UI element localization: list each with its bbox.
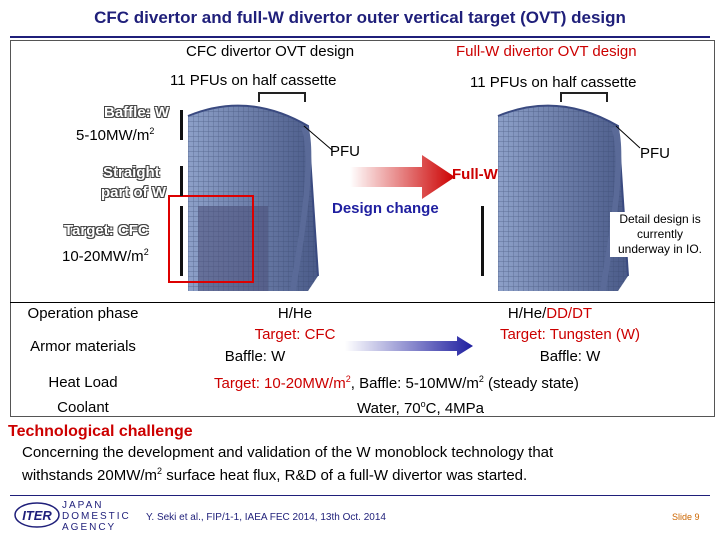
armor-fullw-baffle: Baffle: W — [539, 348, 601, 365]
cfc-header: CFC divertor OVT design — [186, 43, 355, 60]
cfc-pfu-pointer — [303, 125, 333, 151]
footer-citation: Y. Seki et al., FIP/1-1, IAEA FEC 2014, … — [146, 512, 386, 523]
coolant-label: Coolant — [57, 399, 109, 416]
agency-name: JAPAN DOMESTIC AGENCY — [62, 500, 131, 533]
iter-logo-text: ITER — [22, 508, 52, 523]
operation-phase-fullw: H/He/DD/DT — [507, 305, 593, 322]
challenge-heading: Technological challenge — [8, 423, 193, 440]
footer-rule — [10, 495, 710, 496]
heat-load-value: Target: 10-20MW/m2, Baffle: 5-10MW/m2 (s… — [214, 374, 579, 392]
heat-load-label: Heat Load — [48, 374, 118, 391]
cfc-target-heat-load: 10-20MW/m2 — [62, 247, 149, 265]
fullw-pfu-pointer — [615, 125, 641, 149]
detail-design-note: Detail design is currently underway in I… — [610, 212, 710, 257]
straight-label-line2: part of W — [101, 184, 166, 201]
straight-range-bar — [180, 166, 183, 196]
operation-phase-cfc: H/He — [277, 305, 313, 322]
design-change-label: Design change — [332, 200, 439, 217]
cfc-pfu-bracket — [258, 92, 306, 102]
fullw-pfu-bracket — [560, 92, 608, 102]
baffle-label: Baffle: W — [104, 104, 169, 121]
coolant-value: Water, 70oC, 4MPa — [357, 399, 485, 417]
cfc-target-label: Target: CFC — [64, 222, 149, 239]
cfc-pfu-count: 11 PFUs on half cassette — [170, 72, 337, 89]
baffle-heat-load: 5-10MW/m2 — [76, 126, 155, 144]
fullw-target-range-bar — [481, 206, 484, 276]
armor-materials-label: Armor materials — [30, 338, 136, 355]
armor-fullw-target: Target: Tungsten (W) — [499, 326, 641, 343]
table-top-rule — [10, 302, 715, 303]
content-frame — [10, 40, 715, 417]
slide-number: Slide 9 — [672, 512, 700, 522]
armor-change-arrow-icon — [345, 336, 473, 356]
slide-title: CFC divertor and full-W divertor outer v… — [94, 8, 626, 27]
title-underline — [10, 36, 710, 38]
operation-phase-label: Operation phase — [27, 305, 139, 322]
cfc-target-highlight-box — [168, 195, 254, 283]
baffle-range-bar — [180, 110, 183, 140]
straight-label-line1: Straight — [103, 164, 160, 181]
armor-cfc-baffle: Baffle: W — [224, 348, 286, 365]
challenge-line-2: withstands 20MW/m2 surface heat flux, R&… — [22, 466, 528, 484]
cfc-pfu-label: PFU — [330, 143, 360, 160]
design-change-arrow-icon — [350, 155, 455, 199]
challenge-line-1: Concerning the development and validatio… — [22, 444, 554, 461]
fullw-header: Full-W divertor OVT design — [456, 43, 637, 60]
fullw-cassette-image — [497, 104, 629, 291]
fullw-pfu-label: PFU — [640, 145, 670, 162]
armor-cfc-target: Target: CFC — [254, 326, 336, 343]
target-range-bar — [180, 206, 183, 276]
iter-logo-icon: ITER — [14, 502, 60, 528]
fullw-label: Full-W — [452, 166, 498, 183]
fullw-pfu-count: 11 PFUs on half cassette — [470, 74, 637, 91]
